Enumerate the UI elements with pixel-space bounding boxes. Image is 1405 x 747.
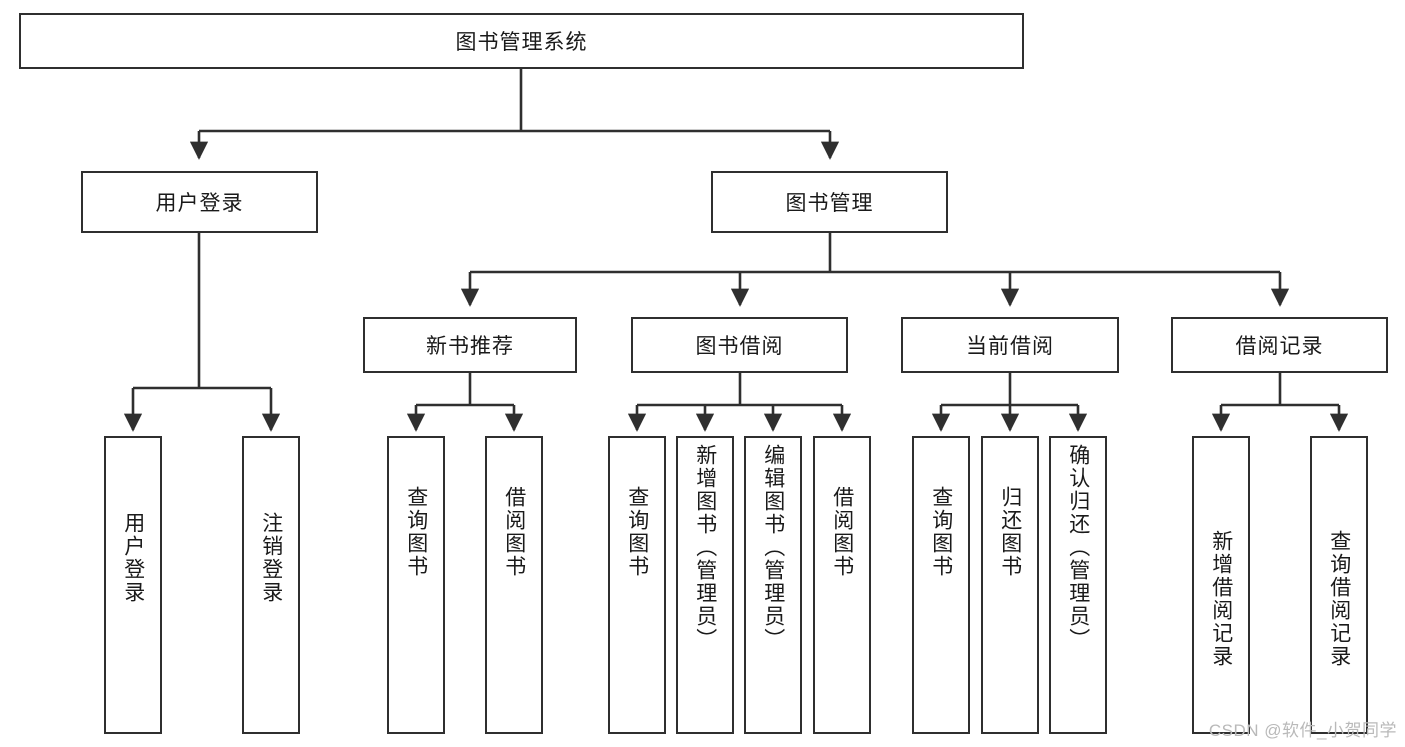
node-leaf-user-login-label: 用户登录 xyxy=(121,512,145,604)
node-leaf-query-book-2-label: 查询图书 xyxy=(625,486,649,578)
node-leaf-confirm-return[interactable]: 确认归还（管理员） xyxy=(1049,436,1107,734)
node-borrow-record-label: 借阅记录 xyxy=(1235,335,1324,358)
watermark: CSDN @软件_小贺同学 xyxy=(1208,721,1397,740)
node-leaf-query-book-3-label: 查询图书 xyxy=(929,486,953,578)
node-user-login[interactable]: 用户登录 xyxy=(81,171,318,233)
node-leaf-logout[interactable]: 注销登录 xyxy=(242,436,300,734)
node-book-borrow-label: 图书借阅 xyxy=(695,335,784,358)
node-current-borrow[interactable]: 当前借阅 xyxy=(901,317,1119,373)
node-new-book-recommend[interactable]: 新书推荐 xyxy=(363,317,577,373)
node-leaf-confirm-return-label: 确认归还（管理员） xyxy=(1066,444,1090,651)
node-leaf-add-book[interactable]: 新增图书（管理员） xyxy=(676,436,734,734)
node-leaf-edit-book[interactable]: 编辑图书（管理员） xyxy=(744,436,802,734)
node-leaf-edit-book-label: 编辑图书（管理员） xyxy=(761,444,785,651)
node-user-login-label: 用户登录 xyxy=(155,192,244,215)
node-leaf-add-record[interactable]: 新增借阅记录 xyxy=(1192,436,1250,734)
node-leaf-borrow-book-1-label: 借阅图书 xyxy=(502,486,526,578)
node-leaf-query-record-label: 查询借阅记录 xyxy=(1327,530,1351,668)
node-current-borrow-label: 当前借阅 xyxy=(966,335,1054,358)
node-leaf-borrow-book-1[interactable]: 借阅图书 xyxy=(485,436,543,734)
node-leaf-add-book-label: 新增图书（管理员） xyxy=(693,444,717,651)
node-leaf-borrow-book-2[interactable]: 借阅图书 xyxy=(813,436,871,734)
node-leaf-logout-label: 注销登录 xyxy=(259,512,283,604)
node-leaf-add-record-label: 新增借阅记录 xyxy=(1209,530,1233,668)
node-leaf-query-book-1[interactable]: 查询图书 xyxy=(387,436,445,734)
node-leaf-query-book-3[interactable]: 查询图书 xyxy=(912,436,970,734)
node-leaf-return-book[interactable]: 归还图书 xyxy=(981,436,1039,734)
node-leaf-query-book-2[interactable]: 查询图书 xyxy=(608,436,666,734)
node-leaf-user-login[interactable]: 用户登录 xyxy=(104,436,162,734)
node-book-management[interactable]: 图书管理 xyxy=(711,171,948,233)
node-root-label: 图书管理系统 xyxy=(455,31,588,54)
node-leaf-return-book-label: 归还图书 xyxy=(998,486,1022,578)
node-leaf-query-record[interactable]: 查询借阅记录 xyxy=(1310,436,1368,734)
node-new-book-recommend-label: 新书推荐 xyxy=(426,335,514,358)
node-book-management-label: 图书管理 xyxy=(785,192,874,215)
node-borrow-record[interactable]: 借阅记录 xyxy=(1171,317,1388,373)
node-leaf-query-book-1-label: 查询图书 xyxy=(404,486,428,578)
node-leaf-borrow-book-2-label: 借阅图书 xyxy=(830,486,854,578)
node-root[interactable]: 图书管理系统 xyxy=(19,13,1024,69)
node-book-borrow[interactable]: 图书借阅 xyxy=(631,317,848,373)
